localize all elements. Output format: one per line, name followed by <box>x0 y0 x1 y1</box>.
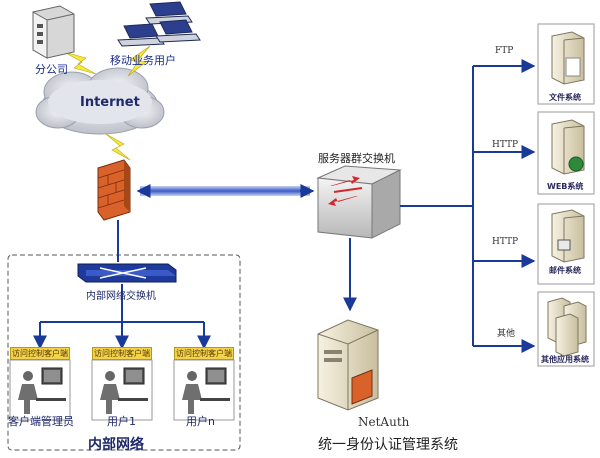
mobile-users-label: 移动业务用户 <box>110 54 176 67</box>
lightning-bolts <box>63 45 151 161</box>
client-tag-user1: 访问控制客户端 <box>92 347 152 360</box>
file-server-icon <box>551 31 585 85</box>
client-label-usern: 用户n <box>186 415 215 428</box>
mail-server-icon <box>551 209 585 263</box>
branch-server-icon <box>32 5 75 59</box>
protocol-other: 其他 <box>497 329 516 339</box>
web-system-label: WEB系统 <box>547 182 584 191</box>
firewall-icon <box>97 159 131 221</box>
branch-label: 分公司 <box>35 63 68 76</box>
lan-boundary <box>7 254 241 451</box>
app-server-icon <box>547 297 587 357</box>
client-label-user1: 用户1 <box>107 415 136 428</box>
backbone-link <box>140 186 310 196</box>
lan-switch-icon <box>77 263 177 283</box>
protocol-http-mail: HTTP <box>492 237 519 247</box>
file-system-label: 文件系统 <box>549 93 581 102</box>
workstation-icon-user1 <box>100 367 148 414</box>
laptop-icons <box>117 1 201 47</box>
mail-system-label: 邮件系统 <box>549 266 581 275</box>
core-switch-label: 服务器群交换机 <box>318 152 395 165</box>
client-label-admin: 客户端管理员 <box>8 415 74 428</box>
auth-server-icon <box>317 319 379 411</box>
protocol-ftp: FTP <box>495 46 514 56</box>
lan-label: 内部网络 <box>88 437 144 453</box>
netauth-label: NetAuth <box>358 415 410 429</box>
client-tag-admin: 访问控制客户端 <box>10 347 70 360</box>
workstation-icon-admin <box>18 367 66 414</box>
core-switch-icon <box>316 165 402 239</box>
auth-system-title: 统一身份认证管理系统 <box>318 437 458 453</box>
protocol-http-web: HTTP <box>492 140 519 150</box>
other-apps-label: 其他应用系统 <box>541 355 589 364</box>
workstation-icon-usern <box>182 367 230 414</box>
internet-label: Internet <box>80 95 140 110</box>
client-tag-usern: 访问控制客户端 <box>174 347 234 360</box>
internet-cloud <box>35 67 165 135</box>
web-server-icon <box>551 119 585 175</box>
lan-switch-label: 内部网络交换机 <box>86 291 156 302</box>
